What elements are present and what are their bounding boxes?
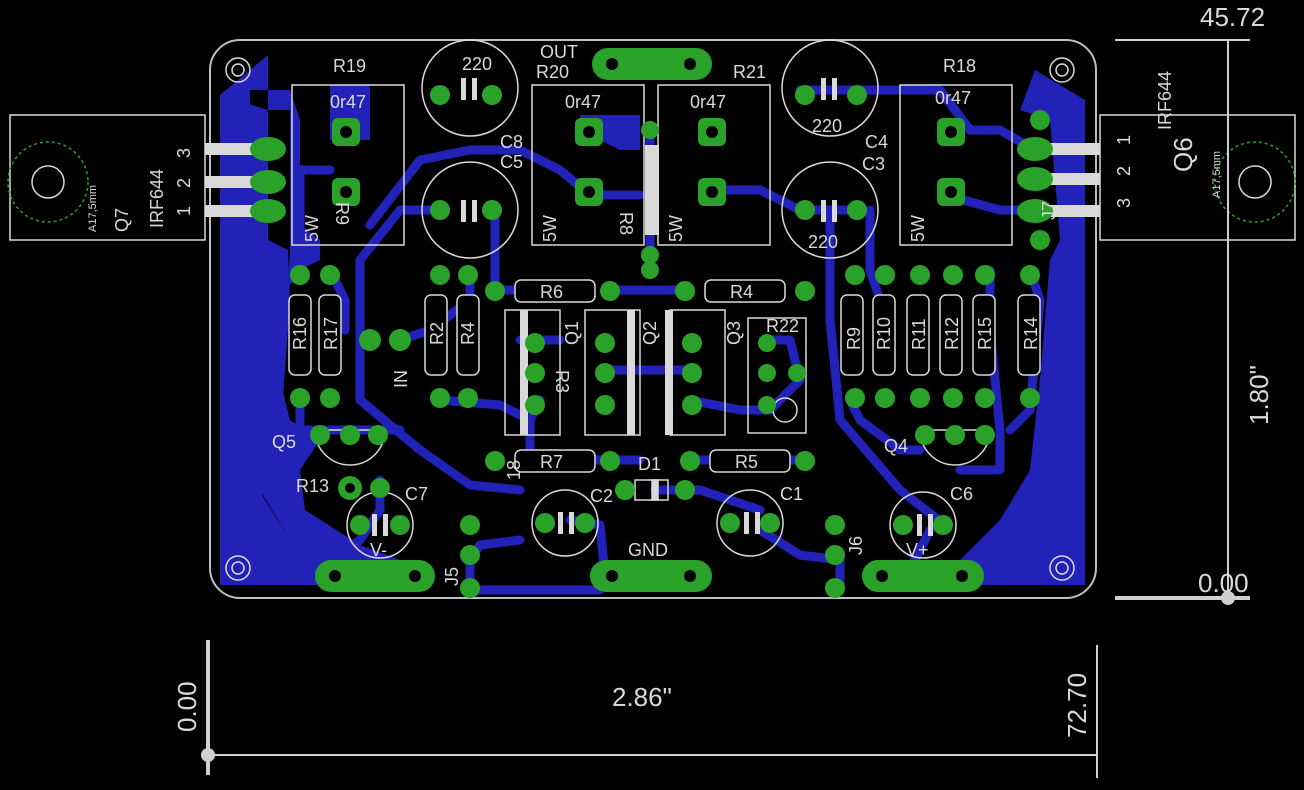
label-q4: Q4	[884, 436, 908, 456]
pad-holes	[329, 58, 968, 582]
label-r2: R2	[427, 322, 447, 345]
dim-bottom-left-zero: 0.00	[172, 681, 202, 732]
label-j7: J7	[1039, 201, 1059, 220]
label-5w-d: 5W	[302, 215, 322, 242]
label-r11: R11	[909, 318, 929, 350]
component-labels: OUT GND R19 R20 R21 R18 0r47 0r47 0r47 0…	[87, 42, 1223, 586]
label-pin-2-right: 2	[1114, 166, 1134, 176]
label-q2: Q2	[640, 321, 660, 345]
label-val-a: 0r47	[330, 92, 366, 112]
label-r5: R5	[735, 452, 758, 472]
label-c1: C1	[780, 484, 803, 504]
label-r13: R13	[296, 476, 329, 496]
label-cap-220-br: 220	[808, 232, 838, 252]
round-pads	[290, 85, 1050, 598]
label-5w-b: 5W	[666, 215, 686, 242]
label-pin-1-right: 1	[1114, 135, 1134, 145]
label-irf-left: IRF644	[147, 169, 167, 228]
label-r8: R8	[616, 212, 636, 235]
label-q5: Q5	[272, 432, 296, 452]
label-r21: R21	[733, 62, 766, 82]
label-r9-left: R9	[332, 202, 352, 225]
label-q1: Q1	[562, 321, 582, 345]
label-val-d: 0r47	[935, 88, 971, 108]
label-c7: C7	[405, 484, 428, 504]
label-r12: R12	[942, 317, 962, 350]
dim-bottom-right: 72.70	[1062, 673, 1092, 738]
label-val-b: 0r47	[565, 92, 601, 112]
label-c8: C8	[500, 132, 523, 152]
label-r18: R18	[943, 56, 976, 76]
label-r16: R16	[290, 317, 310, 350]
label-pin-1-left: 1	[174, 206, 194, 216]
copper-pour	[220, 55, 1085, 585]
label-c5: C5	[500, 152, 523, 172]
label-r14: R14	[1021, 317, 1041, 350]
silkscreen	[7, 39, 1296, 581]
label-r22: R22	[766, 316, 799, 336]
label-q6: Q6	[1168, 137, 1198, 172]
dim-top-right: 45.72	[1200, 2, 1265, 32]
label-val-c: 0r47	[690, 92, 726, 112]
pads	[250, 48, 1053, 592]
label-r20: R20	[536, 62, 569, 82]
label-vplus: V+	[906, 540, 929, 560]
resistors-vertical	[288, 294, 1041, 376]
label-j6: J6	[846, 536, 866, 555]
label-5w-a: 5W	[540, 215, 560, 242]
label-a17-right: A17,5mm	[1211, 151, 1223, 198]
label-cap-220-tl: 220	[462, 54, 492, 74]
label-r10: R10	[874, 317, 894, 350]
label-r17: R17	[321, 317, 341, 350]
label-gnd: GND	[628, 540, 668, 560]
dimension-lines	[201, 39, 1250, 778]
label-r7: R7	[540, 452, 563, 472]
label-a17-left: A17,5mm	[87, 185, 99, 232]
label-irf-right: IRF644	[1155, 71, 1175, 130]
label-c2: C2	[590, 486, 613, 506]
label-r9: R9	[844, 327, 864, 350]
label-r4-h: R4	[730, 282, 753, 302]
label-r4-v: R4	[458, 322, 478, 345]
dimension-labels: 45.72 0.00 1.80" 0.00 2.86" 72.70	[172, 2, 1274, 738]
label-d1: D1	[638, 454, 661, 474]
label-pin-3-right: 3	[1114, 198, 1134, 208]
label-in: IN	[391, 370, 411, 388]
label-pin-2-left: 2	[174, 178, 194, 188]
dim-bottom-span: 2.86"	[612, 682, 672, 712]
label-pin-3-left: 3	[174, 148, 194, 158]
label-vminus: V-	[370, 540, 387, 560]
label-r15: R15	[975, 317, 995, 350]
resistors-horizontal	[514, 279, 791, 473]
label-5w-c: 5W	[908, 215, 928, 242]
label-c6: C6	[950, 484, 973, 504]
label-out: OUT	[540, 42, 578, 62]
label-j5: J5	[442, 567, 462, 586]
dim-right-zero: 0.00	[1198, 568, 1249, 598]
label-q3: Q3	[724, 321, 744, 345]
board-outline	[209, 39, 1097, 599]
cap-symbols	[372, 78, 933, 536]
label-c4: C4	[865, 132, 888, 152]
label-r19: R19	[333, 56, 366, 76]
label-c3: C3	[862, 154, 885, 174]
label-q7: Q7	[112, 208, 132, 232]
dim-right-span: 1.80"	[1244, 365, 1274, 425]
label-r3: R3	[552, 370, 572, 393]
label-r6: R6	[540, 282, 563, 302]
label-r18-small: 18	[504, 460, 524, 480]
label-cap-220-tr: 220	[812, 116, 842, 136]
